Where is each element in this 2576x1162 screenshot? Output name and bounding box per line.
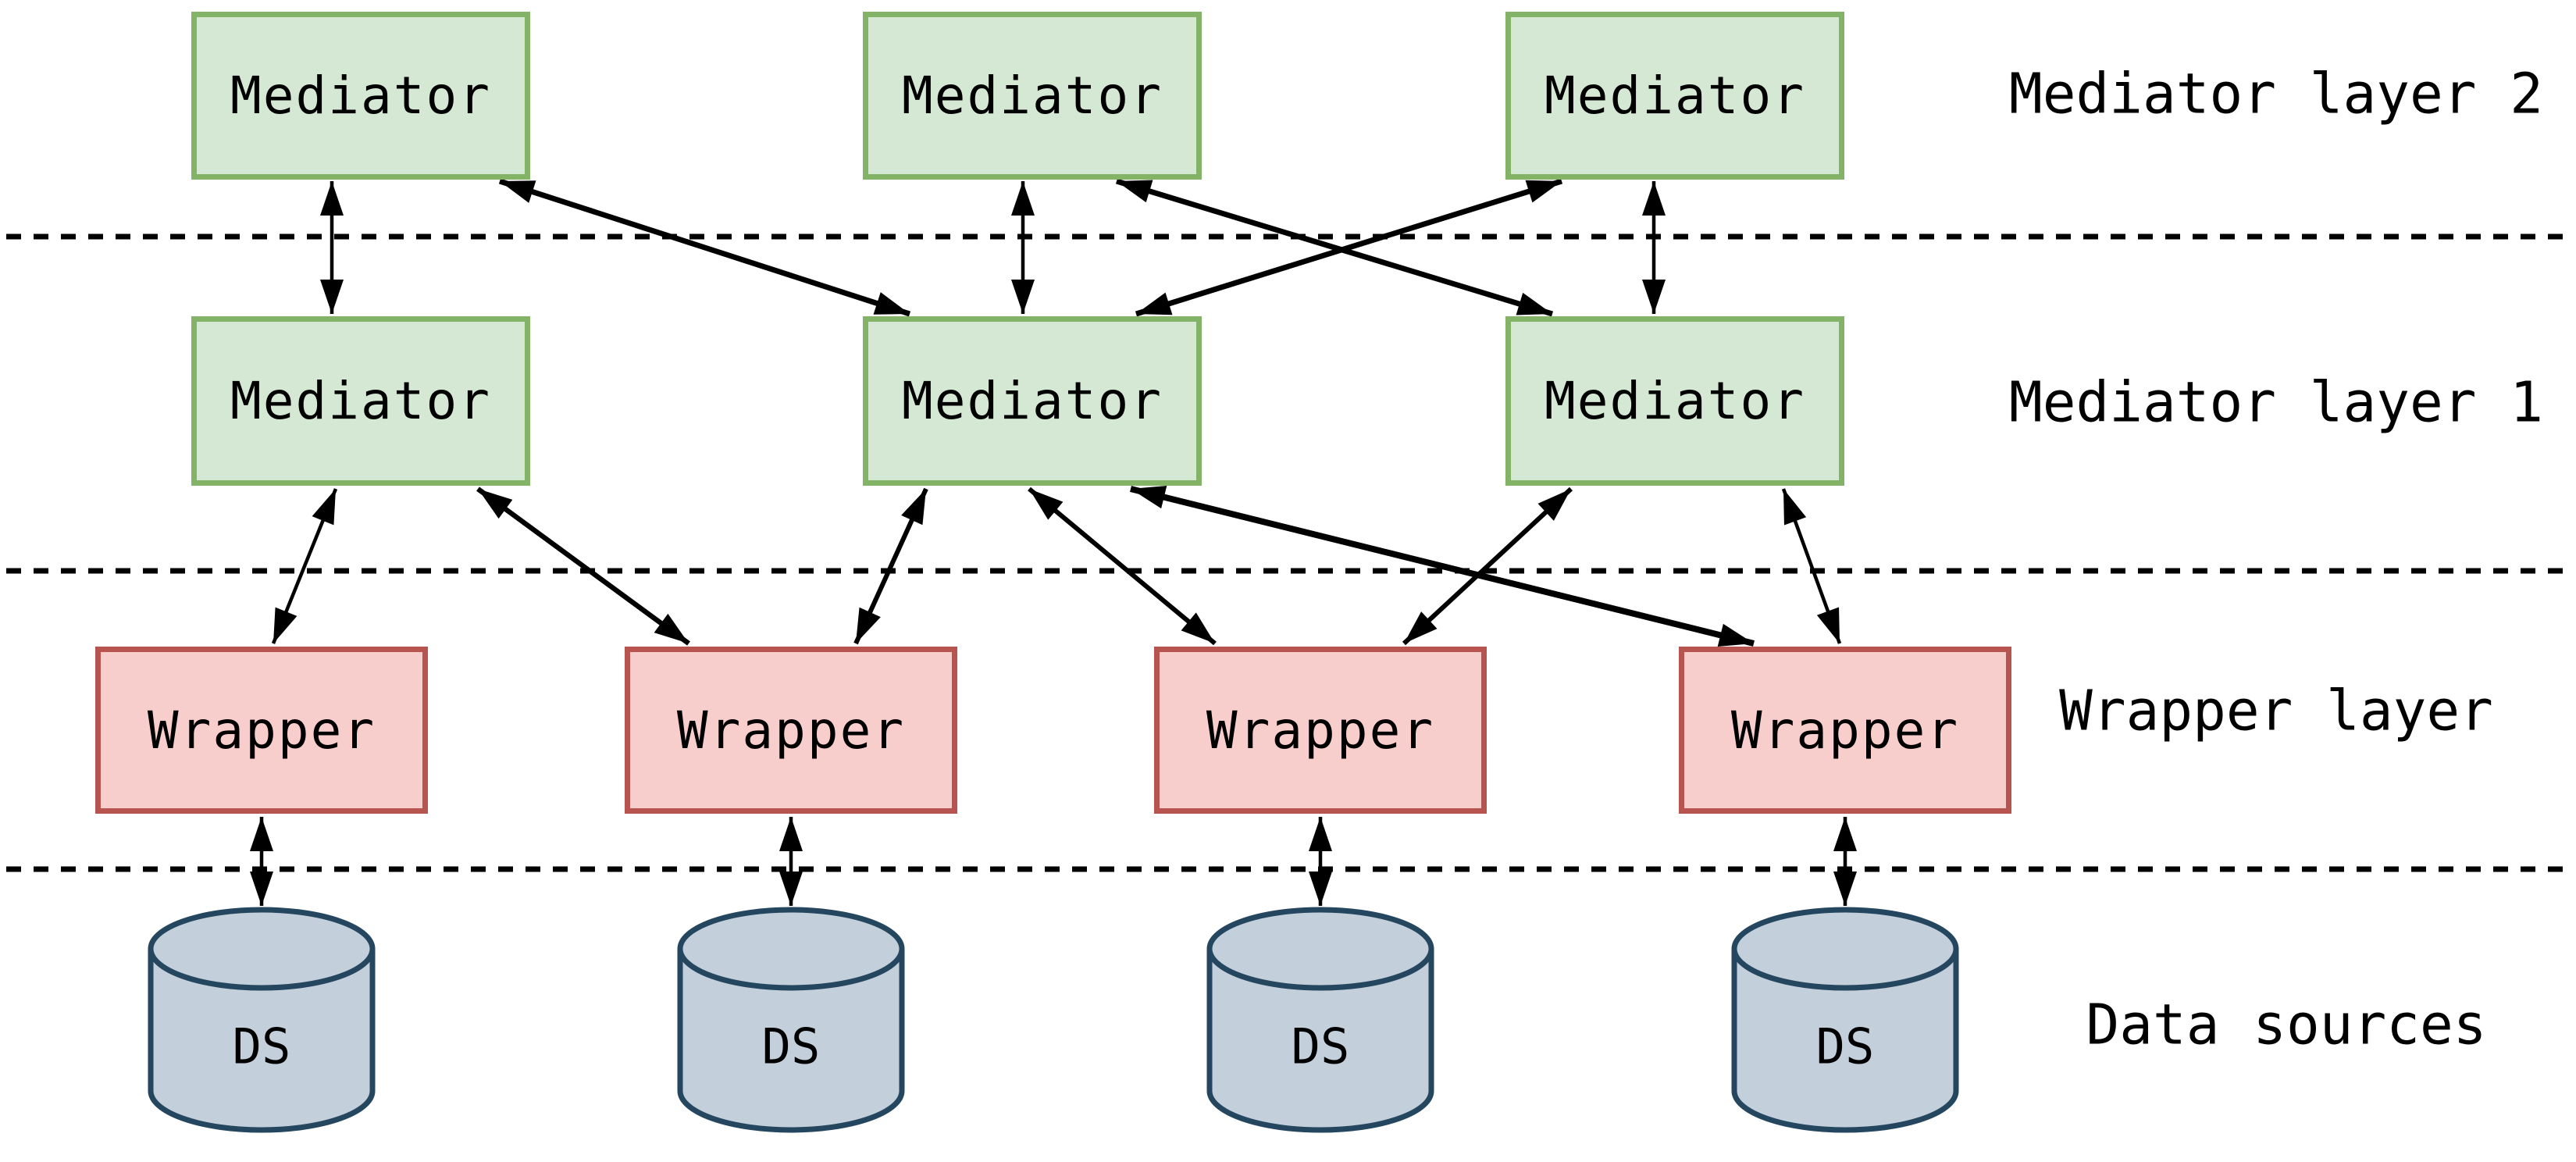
connector-mediator-2-2--mediator-1-3 [1115, 178, 1554, 317]
connector-mediator-2-1--mediator-1-2 [498, 178, 911, 317]
mediator-2-3-label: Mediator [1545, 66, 1805, 126]
connector-mediator-1-1--wrapper-1 [271, 488, 338, 644]
label-data-sources: Data sources [2086, 992, 2487, 1057]
mediator-1-3-label: Mediator [1545, 371, 1805, 431]
label-mediator-layer-2: Mediator layer 2 [2009, 61, 2543, 127]
mediator-2-2-label: Mediator [902, 66, 1163, 126]
label-mediator-layer-1: Mediator layer 1 [2009, 369, 2543, 435]
connector-mediator-1-2--wrapper-2 [853, 487, 928, 645]
connector-mediator-1-1--wrapper-2 [476, 487, 690, 646]
mediator-2-2: Mediator [863, 12, 1202, 180]
mediator-1-2-label: Mediator [902, 371, 1163, 431]
ds-1-cylinder-body [148, 907, 376, 1133]
mediator-1-2: Mediator [863, 316, 1202, 486]
ds-3-cylinder [1206, 907, 1434, 1133]
connector-mediator-2-3--mediator-1-2 [1135, 178, 1563, 317]
mediator-1-1: Mediator [191, 316, 530, 486]
mediator-2-1-label: Mediator [230, 66, 491, 126]
ds-3-cylinder-body [1206, 907, 1434, 1133]
connector-mediator-1-2--wrapper-4 [1130, 486, 1755, 647]
wrapper-1: Wrapper [95, 647, 428, 814]
wrapper-3-label: Wrapper [1206, 700, 1435, 761]
ds-4-label: DS [1815, 1018, 1875, 1075]
label-wrapper-layer: Wrapper layer [2059, 678, 2493, 743]
wrapper-4-label: Wrapper [1730, 700, 1960, 761]
ds-1-label: DS [232, 1018, 291, 1075]
connector-mediator-1-2--wrapper-3 [1028, 487, 1217, 646]
ds-1-cylinder [148, 907, 376, 1133]
ds-4-cylinder-body [1731, 907, 1959, 1133]
mediator-2-3: Mediator [1505, 12, 1844, 180]
mediator-1-3: Mediator [1505, 316, 1844, 486]
mediator-2-1: Mediator [191, 12, 530, 180]
wrapper-1-label: Wrapper [147, 700, 376, 761]
wrapper-4: Wrapper [1679, 647, 2011, 814]
ds-2-label: DS [761, 1018, 821, 1075]
ds-1-cylinder-lip [148, 948, 376, 991]
ds-4-cylinder-lip [1731, 948, 1959, 991]
mediator-1-1-label: Mediator [230, 371, 491, 431]
ds-3-cylinder-lip [1206, 948, 1434, 991]
connector-mediator-1-3--wrapper-4 [1781, 488, 1842, 644]
wrapper-3: Wrapper [1154, 647, 1487, 814]
ds-2-cylinder-body [677, 907, 905, 1133]
ds-2-cylinder [677, 907, 905, 1133]
wrapper-2-label: Wrapper [676, 700, 906, 761]
wrapper-2: Wrapper [625, 647, 957, 814]
ds-3-label: DS [1291, 1018, 1350, 1075]
connector-mediator-1-3--wrapper-3 [1402, 487, 1573, 646]
ds-2-cylinder-lip [677, 948, 905, 991]
ds-4-cylinder [1731, 907, 1959, 1133]
